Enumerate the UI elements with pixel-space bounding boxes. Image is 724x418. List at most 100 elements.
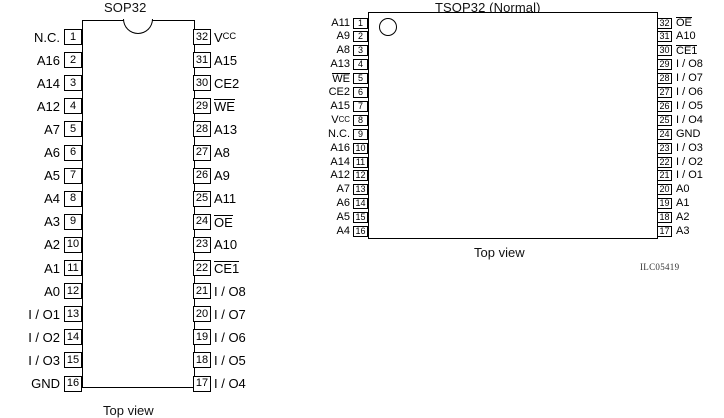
pin-signal-sop32-11: A1: [44, 260, 60, 276]
pin-signal-tsop32-14: A6: [336, 197, 350, 210]
pin-signal-tsop32-1: A11: [331, 16, 350, 29]
pin-signal-sop32-20: I / O7: [214, 306, 246, 322]
pin-number-sop32-11: 11: [64, 260, 82, 276]
pin-number-sop32-13: 13: [64, 306, 82, 323]
pin-number-sop32-8: 8: [64, 190, 82, 207]
pin-signal-sop32-1: N.C.: [34, 29, 60, 45]
tsop32-body-outline: [368, 12, 658, 239]
pin-number-sop32-15: 15: [64, 352, 82, 369]
pin-signal-tsop32-24: GND: [676, 127, 701, 140]
pin-number-sop32-22: 22: [193, 260, 211, 276]
pin-signal-sop32-18: I / O5: [214, 352, 246, 368]
pin-number-sop32-28: 28: [193, 121, 211, 138]
pin-signal-tsop32-2: A9: [336, 30, 350, 43]
pin-signal-tsop32-18: A2: [676, 211, 690, 224]
pin-signal-tsop32-19: A1: [676, 197, 690, 210]
pin-signal-sop32-19: I / O6: [214, 329, 246, 345]
pin-number-tsop32-7: 7: [353, 100, 368, 112]
pin-signal-tsop32-23: I / O3: [676, 141, 703, 154]
pin-number-tsop32-2: 2: [353, 31, 368, 43]
pin-number-sop32-16: 16: [64, 375, 82, 392]
pin-number-sop32-25: 25: [193, 190, 211, 207]
pin-signal-sop32-5: A7: [44, 121, 60, 137]
pin-number-tsop32-27: 27: [657, 87, 672, 98]
pin-signal-tsop32-32: OE: [676, 17, 692, 29]
pin-number-tsop32-10: 10: [353, 142, 368, 154]
pin-number-tsop32-31: 31: [657, 31, 672, 43]
pin-signal-sop32-15: I / O3: [28, 352, 60, 368]
pin-signal-sop32-4: A12: [36, 98, 60, 114]
pin-number-sop32-9: 9: [64, 213, 82, 230]
pin-number-tsop32-17: 17: [657, 226, 672, 237]
pin-signal-sop32-22: CE1: [214, 261, 240, 276]
pin-number-sop32-23: 23: [193, 236, 211, 253]
pin-number-sop32-27: 27: [193, 144, 211, 161]
pin-signal-tsop32-13: A7: [336, 183, 350, 196]
pin-number-tsop32-30: 30: [657, 45, 672, 57]
pin-signal-tsop32-25: I / O4: [676, 113, 703, 126]
pin-signal-sop32-10: A2: [44, 237, 60, 253]
pin-signal-sop32-30: CE2: [214, 75, 240, 91]
pin-signal-sop32-14: I / O2: [28, 329, 60, 345]
pin-number-tsop32-24: 24: [657, 128, 672, 140]
pin-signal-tsop32-5: WE: [332, 72, 350, 85]
pin-signal-tsop32-17: A3: [676, 225, 690, 237]
pin-signal-sop32-2: A16: [36, 52, 60, 68]
pin-signal-tsop32-26: I / O5: [676, 99, 703, 112]
pin-signal-sop32-9: A3: [44, 214, 60, 230]
pin-number-tsop32-29: 29: [657, 59, 672, 71]
pin-number-tsop32-18: 18: [657, 212, 672, 224]
pin-number-sop32-6: 6: [64, 144, 82, 161]
pin-signal-tsop32-28: I / O7: [676, 72, 703, 85]
pin-signal-tsop32-12: A12: [330, 169, 350, 182]
pin-signal-sop32-29: WE: [214, 99, 235, 115]
pin-number-tsop32-9: 9: [353, 128, 368, 140]
pin-number-sop32-1: 1: [64, 29, 82, 45]
pin-number-sop32-32: 32: [193, 29, 211, 45]
pin-signal-tsop32-30: CE1: [676, 44, 698, 57]
pin-number-tsop32-28: 28: [657, 73, 672, 85]
pin-signal-sop32-28: A13: [214, 121, 238, 137]
pin-number-tsop32-8: 8: [353, 114, 368, 126]
pin-number-sop32-29: 29: [193, 98, 211, 115]
tsop32-view-label: Top view: [474, 245, 525, 260]
pin-number-tsop32-15: 15: [353, 212, 368, 224]
pin-signal-tsop32-22: I / O2: [676, 155, 703, 168]
pin-number-tsop32-20: 20: [657, 184, 672, 196]
reference-code: ILC05419: [640, 262, 680, 272]
pin-number-tsop32-32: 32: [657, 17, 672, 29]
pin-number-tsop32-3: 3: [353, 45, 368, 57]
pin-number-tsop32-21: 21: [657, 170, 672, 182]
pin-signal-sop32-23: A10: [214, 237, 238, 253]
pin-number-sop32-4: 4: [64, 98, 82, 115]
pin-signal-tsop32-31: A10: [676, 30, 696, 43]
pin-signal-sop32-25: A11: [214, 191, 237, 207]
pin-number-tsop32-12: 12: [353, 170, 368, 182]
pin-signal-tsop32-6: CE2: [328, 86, 350, 98]
pin-signal-sop32-27: A8: [214, 145, 230, 160]
pin-number-sop32-26: 26: [193, 167, 211, 184]
pin-number-sop32-31: 31: [193, 52, 211, 69]
pin-number-sop32-5: 5: [64, 121, 82, 138]
pin-number-tsop32-13: 13: [353, 184, 368, 196]
pin-signal-tsop32-21: I / O1: [676, 169, 703, 182]
pin-signal-sop32-17: I / O4: [214, 376, 246, 391]
pin-signal-tsop32-29: I / O8: [676, 58, 703, 71]
pin-number-tsop32-1: 1: [353, 17, 368, 29]
pin-number-sop32-19: 19: [193, 329, 211, 346]
pin-signal-tsop32-7: A15: [330, 99, 350, 112]
pin-number-tsop32-19: 19: [657, 198, 672, 210]
pin-signal-sop32-31: A15: [214, 52, 238, 68]
pin-number-sop32-2: 2: [64, 52, 82, 69]
pin-number-sop32-21: 21: [193, 283, 211, 300]
pin-signal-sop32-21: I / O8: [214, 283, 246, 299]
pin-signal-sop32-6: A6: [44, 145, 60, 160]
pin-signal-sop32-3: A14: [36, 75, 60, 91]
pin-number-tsop32-22: 22: [657, 156, 672, 168]
pin-number-tsop32-14: 14: [353, 198, 368, 210]
pin-signal-tsop32-10: A16: [330, 141, 350, 154]
pin-number-sop32-18: 18: [193, 352, 211, 369]
sop32-body-outline: [82, 20, 195, 388]
pin-signal-tsop32-16: A4: [336, 225, 350, 237]
pin-signal-tsop32-11: A14: [330, 155, 350, 168]
